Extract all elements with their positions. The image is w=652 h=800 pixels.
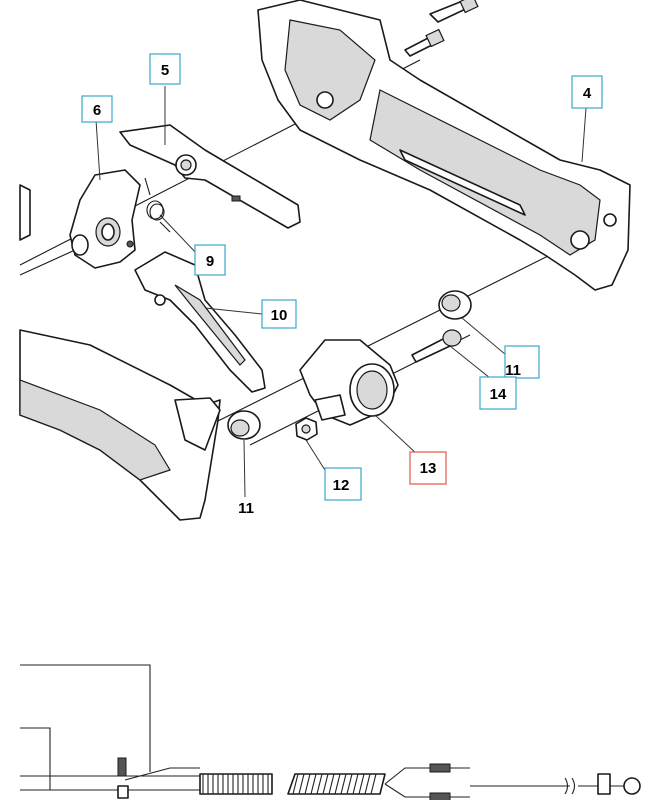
spring-part-9 — [144, 177, 171, 233]
callout-label-13: 13 — [409, 451, 447, 485]
callout-label-11-upper: 11 — [504, 345, 540, 379]
svg-text:9: 9 — [206, 253, 214, 270]
washer-part-11-lower — [227, 410, 261, 440]
svg-text:5: 5 — [161, 62, 169, 79]
callout-label-5: 5 — [149, 53, 181, 85]
svg-text:6: 6 — [93, 102, 101, 119]
callout-label-14: 14 — [479, 376, 517, 410]
bracket-part-6 — [69, 169, 141, 269]
washer-part-11-upper — [438, 290, 472, 320]
callout-leader-lines — [95, 86, 587, 498]
lever-part-5 — [119, 124, 301, 229]
callout-label-12: 12 — [324, 467, 362, 501]
callout-label-4: 4 — [571, 75, 603, 109]
svg-text:11: 11 — [238, 500, 254, 517]
svg-text:14: 14 — [490, 386, 507, 403]
clamp-collar-part-13 — [299, 339, 399, 426]
svg-text:4: 4 — [583, 85, 592, 102]
callout-label-10: 10 — [261, 299, 297, 329]
wiring-harness — [20, 664, 641, 800]
coiled-cable-right — [287, 773, 386, 795]
callout-label-11-lower: 11 — [238, 500, 254, 517]
callout-label-6: 6 — [81, 95, 113, 123]
svg-text:12: 12 — [333, 477, 350, 494]
partial-part-left-edge — [19, 184, 31, 241]
screws-top — [404, 0, 479, 57]
screw-part-14 — [411, 329, 462, 363]
shaft-tube — [19, 329, 221, 521]
nut-part-12 — [295, 417, 318, 441]
handle-housing-part-4 — [257, 0, 631, 291]
svg-text:11: 11 — [505, 362, 521, 379]
svg-text:10: 10 — [271, 307, 288, 324]
callout-label-9: 9 — [194, 244, 226, 276]
svg-text:13: 13 — [420, 460, 437, 477]
coiled-cable-left — [199, 773, 273, 795]
